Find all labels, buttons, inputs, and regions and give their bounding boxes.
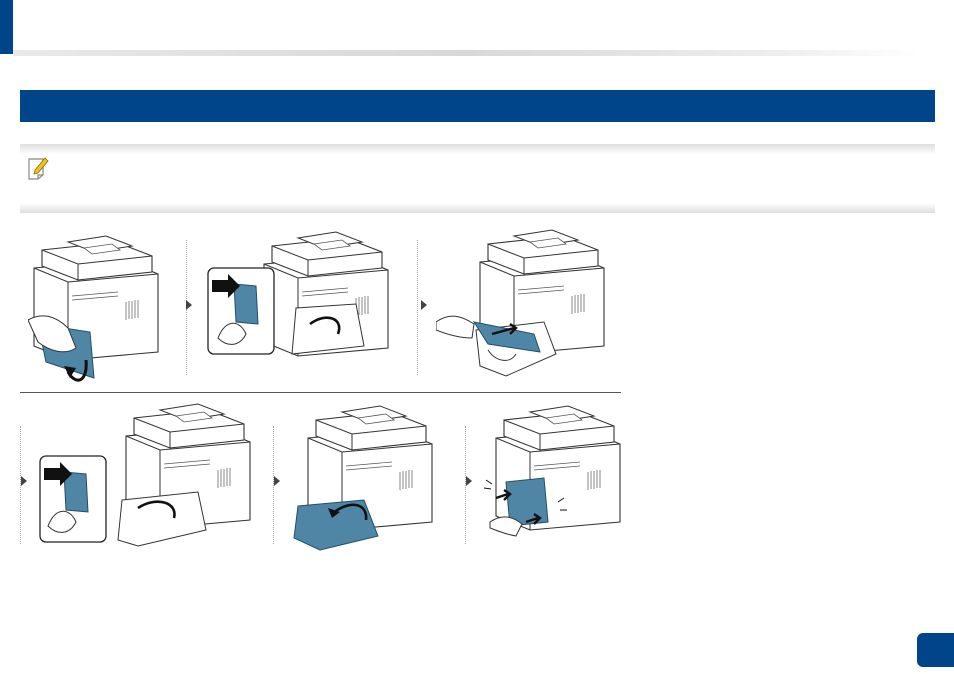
- step-4-illustration: [38, 400, 264, 548]
- next-step-arrow-icon: [186, 300, 192, 310]
- next-step-arrow-icon: [21, 476, 27, 486]
- note-pencil-icon: [26, 155, 50, 181]
- step-2-illustration: [206, 228, 396, 364]
- step-6-illustration: [482, 402, 630, 552]
- next-step-arrow-icon: [466, 476, 472, 486]
- note-box: [20, 144, 935, 213]
- row-divider: [20, 392, 621, 393]
- next-step-arrow-icon: [421, 300, 427, 310]
- step-5-illustration: [292, 402, 442, 552]
- step-3-illustration: [436, 226, 616, 384]
- page-number-badge: [917, 633, 954, 667]
- section-title-bar: [20, 90, 935, 122]
- header-corner-tab: [0, 0, 13, 54]
- step-1-illustration: [28, 232, 178, 382]
- step-separator: [417, 240, 418, 375]
- header-rule: [13, 50, 918, 56]
- next-step-arrow-icon: [274, 476, 280, 486]
